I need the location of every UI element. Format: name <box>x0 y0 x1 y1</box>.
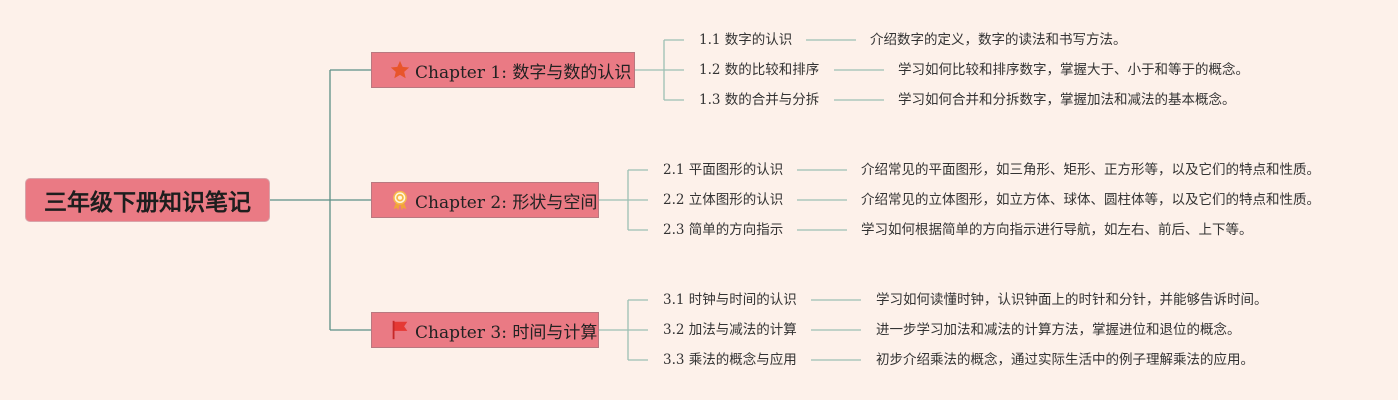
topic-1-2-title[interactable]: 1.2 数的比较和排序 <box>699 62 820 78</box>
star-icon <box>389 59 411 81</box>
chapter-2-label: Chapter 2: 形状与空间 <box>415 192 598 213</box>
root-trunk <box>270 69 372 331</box>
topic-2-3-description[interactable]: 学习如何根据简单的方向指示进行导航，如左右、前后、上下等。 <box>861 222 1253 238</box>
chapter-3-label: Chapter 3: 时间与计算 <box>415 322 598 343</box>
chapter-3-branches <box>598 299 648 361</box>
chapter-1-label: Chapter 1: 数字与数的认识 <box>415 62 632 83</box>
topic-2-1-description[interactable]: 介绍常见的平面图形，如三角形、矩形、正方形等，以及它们的特点和性质。 <box>861 162 1320 178</box>
topic-2-1-title[interactable]: 2.1 平面图形的认识 <box>663 162 784 178</box>
topic-2-2-description[interactable]: 介绍常见的立体图形，如立方体、球体、圆柱体等，以及它们的特点和性质。 <box>861 192 1320 208</box>
chapter-2-node[interactable]: Chapter 2: 形状与空间 <box>371 182 599 218</box>
topic-3-3-title[interactable]: 3.3 乘法的概念与应用 <box>663 352 797 368</box>
topic-1-2-description[interactable]: 学习如何比较和排序数字，掌握大于、小于和等于的概念。 <box>898 62 1249 78</box>
award-medal-icon <box>389 189 411 211</box>
chapter-3-node[interactable]: Chapter 3: 时间与计算 <box>371 312 599 348</box>
topic-3-2-description[interactable]: 进一步学习加法和减法的计算方法，掌握进位和退位的概念。 <box>876 322 1241 338</box>
root-node[interactable]: 三年级下册知识笔记 <box>25 178 270 222</box>
chapter-1-branches <box>634 39 684 101</box>
chapter-1-node[interactable]: Chapter 1: 数字与数的认识 <box>371 52 635 88</box>
topic-2-3-title[interactable]: 2.3 简单的方向指示 <box>663 222 784 238</box>
topic-2-2-title[interactable]: 2.2 立体图形的认识 <box>663 192 784 208</box>
topic-1-3-description[interactable]: 学习如何合并和分拆数字，掌握加法和减法的基本概念。 <box>898 92 1236 108</box>
topic-3-3-description[interactable]: 初步介绍乘法的概念，通过实际生活中的例子理解乘法的应用。 <box>876 352 1254 368</box>
chapter-2-branches <box>598 169 648 231</box>
leaf-description-connectors <box>797 39 884 361</box>
topic-3-2-title[interactable]: 3.2 加法与减法的计算 <box>663 322 797 338</box>
topic-1-1-description[interactable]: 介绍数字的定义，数字的读法和书写方法。 <box>870 32 1127 48</box>
topic-1-3-title[interactable]: 1.3 数的合并与分拆 <box>699 92 820 108</box>
topic-3-1-title[interactable]: 3.1 时钟与时间的认识 <box>663 292 797 308</box>
topic-3-1-description[interactable]: 学习如何读懂时钟，认识钟面上的时针和分针，并能够告诉时间。 <box>876 292 1268 308</box>
topic-1-1-title[interactable]: 1.1 数字的认识 <box>699 32 793 48</box>
red-flag-icon <box>389 319 411 341</box>
